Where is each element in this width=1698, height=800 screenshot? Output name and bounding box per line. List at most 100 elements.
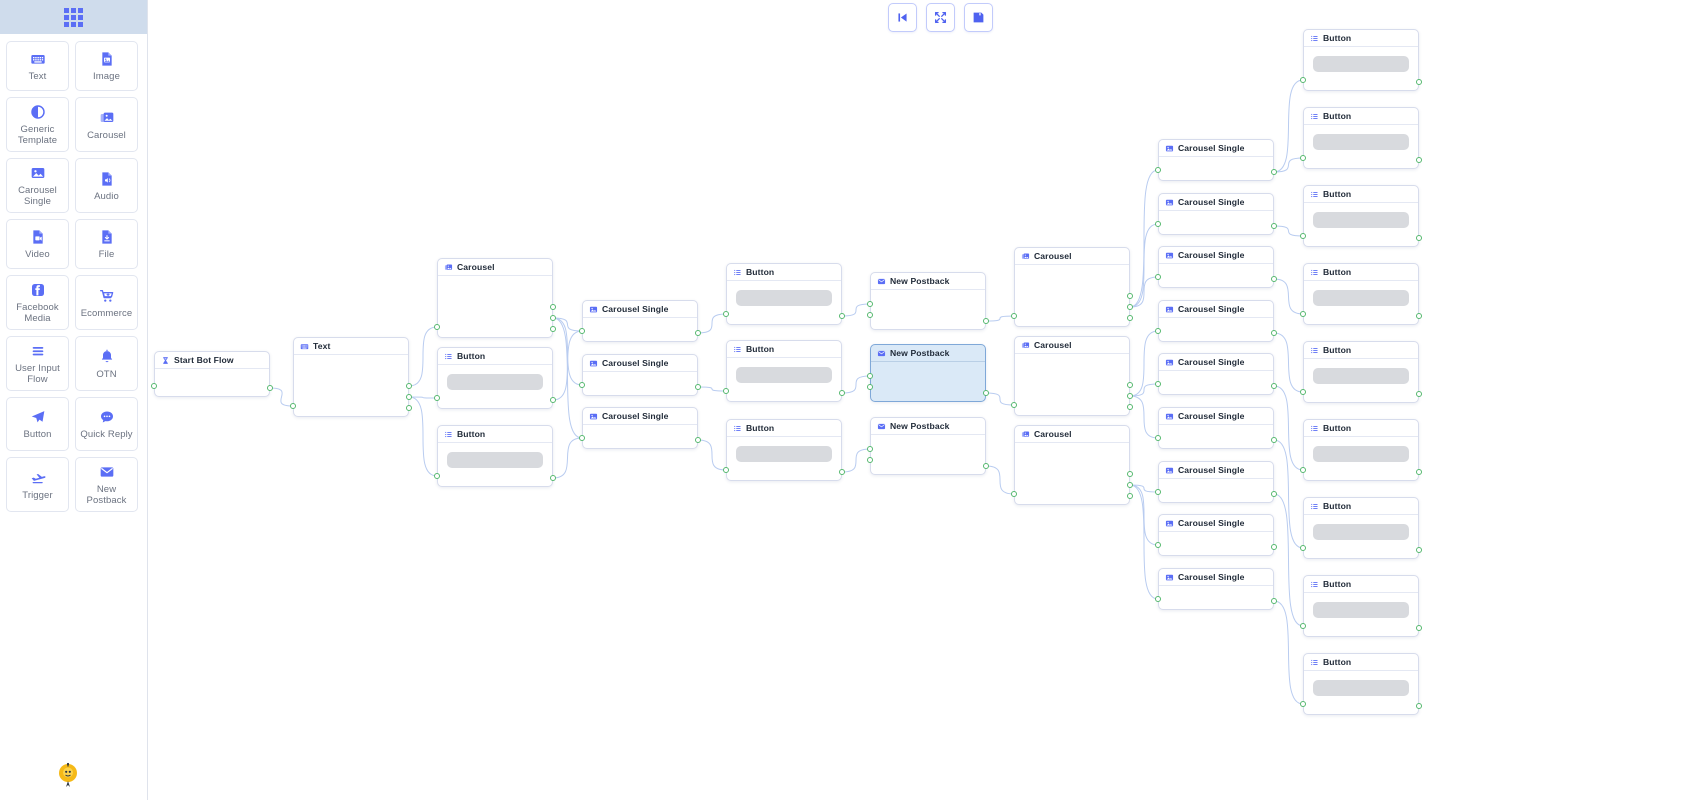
port-in-reply[interactable] [579, 382, 585, 388]
node-postback[interactable]: New Postback [870, 417, 986, 475]
port-in-reply[interactable] [1155, 167, 1161, 173]
port-in-trigger[interactable] [867, 301, 873, 307]
port-out-next[interactable] [839, 469, 845, 475]
save-button[interactable] [964, 3, 993, 32]
port-in-reply[interactable] [1155, 328, 1161, 334]
port-out-next[interactable] [1416, 703, 1422, 709]
edge[interactable] [1129, 484, 1159, 600]
edge[interactable] [1129, 383, 1159, 397]
edge[interactable] [985, 315, 1015, 322]
port-in-reply[interactable] [1300, 77, 1306, 83]
node-carousel-single[interactable]: Carousel Single [1158, 407, 1274, 449]
palette-item-file[interactable]: File [75, 219, 138, 269]
port-out-buttons[interactable] [695, 437, 701, 443]
edge[interactable] [1273, 439, 1304, 549]
port-out-buttons[interactable] [695, 330, 701, 336]
edge[interactable] [408, 326, 438, 387]
edge[interactable] [1273, 385, 1304, 471]
port-in-reply[interactable] [1300, 233, 1306, 239]
edge[interactable] [1129, 169, 1159, 308]
palette-item-quick-reply[interactable]: Quick Reply [75, 397, 138, 451]
port-in-reply[interactable] [867, 384, 873, 390]
node-carousel[interactable]: Carousel [437, 258, 553, 338]
port-out-next[interactable] [839, 390, 845, 396]
palette-item-carousel-single[interactable]: Carousel Single [6, 158, 69, 213]
bot-avatar-icon[interactable] [56, 762, 80, 788]
node-carousel[interactable]: Carousel [1014, 336, 1130, 416]
edge[interactable] [985, 465, 1015, 495]
port-in-reply[interactable] [434, 324, 440, 330]
palette-item-otn[interactable]: OTN [75, 336, 138, 391]
port-out-next[interactable] [1416, 391, 1422, 397]
node-button[interactable]: Button [437, 347, 553, 409]
port-out-items[interactable] [1127, 393, 1133, 399]
edge[interactable] [408, 396, 438, 477]
port-in-trigger[interactable] [151, 383, 157, 389]
port-in-reply[interactable] [579, 435, 585, 441]
palette-item-ecommerce[interactable]: Ecommerce [75, 275, 138, 330]
port-in-reply[interactable] [1300, 155, 1306, 161]
port-out-buttons[interactable] [1271, 276, 1277, 282]
port-in-reply[interactable] [1155, 381, 1161, 387]
fit-view-button[interactable] [926, 3, 955, 32]
edge[interactable] [1129, 276, 1159, 308]
node-carousel-single[interactable]: Carousel Single [1158, 246, 1274, 288]
port-out-buttons[interactable] [1271, 223, 1277, 229]
port-in-reply[interactable] [434, 395, 440, 401]
node-text[interactable]: Text [293, 337, 409, 417]
edge[interactable] [1273, 225, 1304, 237]
palette-item-generic-template[interactable]: Generic Template [6, 97, 69, 152]
edge[interactable] [1129, 484, 1159, 546]
edge[interactable] [697, 386, 727, 392]
edge[interactable] [552, 317, 583, 332]
node-button[interactable]: Button [726, 340, 842, 402]
node-button[interactable]: Button [1303, 341, 1419, 403]
port-in-reply[interactable] [1155, 542, 1161, 548]
port-out-quick-replies[interactable] [1127, 493, 1133, 499]
port-in-reply[interactable] [723, 388, 729, 394]
port-in-trigger[interactable] [867, 446, 873, 452]
port-in-reply[interactable] [1155, 221, 1161, 227]
port-in-reply[interactable] [1155, 435, 1161, 441]
port-in-reply[interactable] [1300, 389, 1306, 395]
port-out-next[interactable] [983, 463, 989, 469]
node-carousel-single[interactable]: Carousel Single [1158, 139, 1274, 181]
port-in-reply[interactable] [434, 473, 440, 479]
node-button[interactable]: Button [1303, 185, 1419, 247]
edge[interactable] [552, 317, 583, 386]
edge[interactable] [1273, 157, 1304, 173]
port-in-reply[interactable] [1011, 491, 1017, 497]
port-in-reply[interactable] [1300, 623, 1306, 629]
edge[interactable] [697, 439, 727, 471]
port-in-reply[interactable] [1300, 467, 1306, 473]
edge[interactable] [1129, 484, 1159, 493]
port-out-buttons[interactable] [1271, 437, 1277, 443]
edge[interactable] [1129, 395, 1159, 439]
palette-item-text[interactable]: Text [6, 41, 69, 91]
port-in-reply[interactable] [1155, 489, 1161, 495]
node-button[interactable]: Button [1303, 263, 1419, 325]
port-out-next[interactable] [983, 390, 989, 396]
node-button[interactable]: Button [1303, 497, 1419, 559]
port-in-reply[interactable] [1300, 545, 1306, 551]
node-carousel-single[interactable]: Carousel Single [582, 407, 698, 449]
edge[interactable] [269, 387, 294, 407]
palette-item-new-postback[interactable]: New Postback [75, 457, 138, 512]
port-in-trigger[interactable] [867, 373, 873, 379]
palette-item-video[interactable]: Video [6, 219, 69, 269]
edge[interactable] [985, 392, 1015, 406]
palette-item-carousel[interactable]: Carousel [75, 97, 138, 152]
palette-item-audio[interactable]: Audio [75, 158, 138, 213]
node-button[interactable]: Button [726, 419, 842, 481]
port-in-reply[interactable] [1300, 311, 1306, 317]
port-in-reply[interactable] [1011, 402, 1017, 408]
port-out-next[interactable] [839, 313, 845, 319]
node-carousel[interactable]: Carousel [1014, 247, 1130, 327]
port-out-next[interactable] [1416, 625, 1422, 631]
edge[interactable] [1273, 79, 1304, 173]
port-out-items[interactable] [550, 315, 556, 321]
port-in-reply[interactable] [579, 328, 585, 334]
edge[interactable] [552, 330, 583, 401]
port-out-next[interactable] [267, 385, 273, 391]
palette-item-trigger[interactable]: Trigger [6, 457, 69, 512]
